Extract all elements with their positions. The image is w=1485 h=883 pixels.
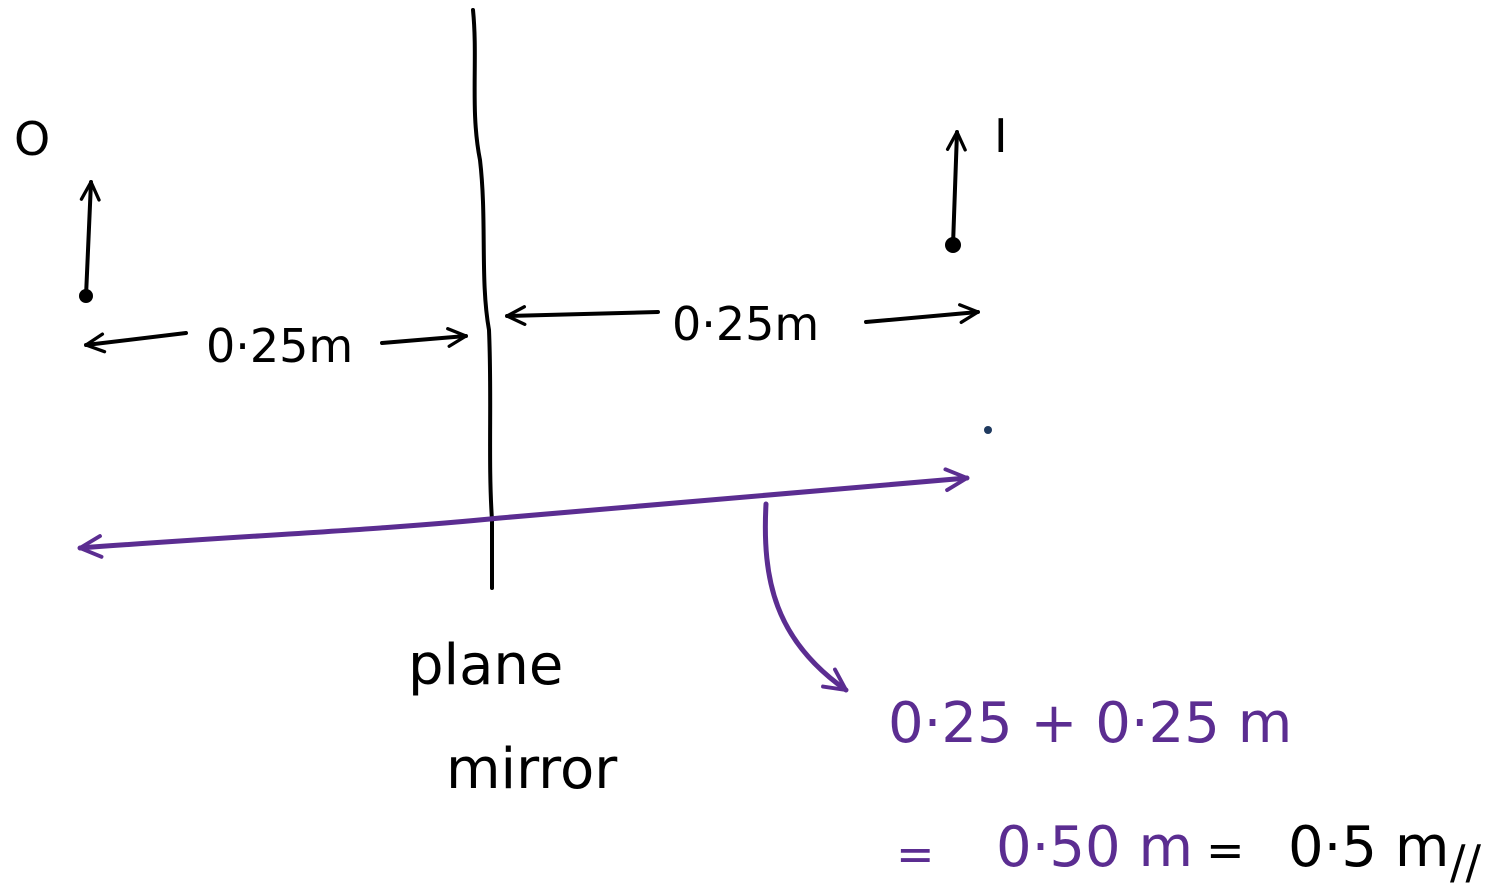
object-distance-label: 0·25m [206,319,353,373]
mirror-label-line2: mirror [446,737,618,802]
equals-sign-1: = [896,827,935,881]
image-arrow [945,130,967,253]
total-distance-arrow [77,467,970,559]
object-label: O [14,112,50,166]
equals-sign-2: = [1206,823,1245,877]
object-distance-dimension: 0·25m [84,319,468,373]
sum-expression: 0·25 + 0·25 m [888,691,1292,756]
result-1: 0·50 m [996,815,1193,880]
image-distance-label: 0·25m [672,297,819,351]
mirror-line [471,8,494,590]
object-arrow [79,180,101,303]
end-mark: // [1450,835,1481,883]
image-distance-dimension: 0·25m [505,297,980,351]
stray-dot [984,426,992,434]
result-2: 0·5 m [1288,815,1449,880]
image-label: I [994,109,1008,163]
callout-arrow [762,501,849,693]
mirror-label-line1: plane [408,633,563,698]
